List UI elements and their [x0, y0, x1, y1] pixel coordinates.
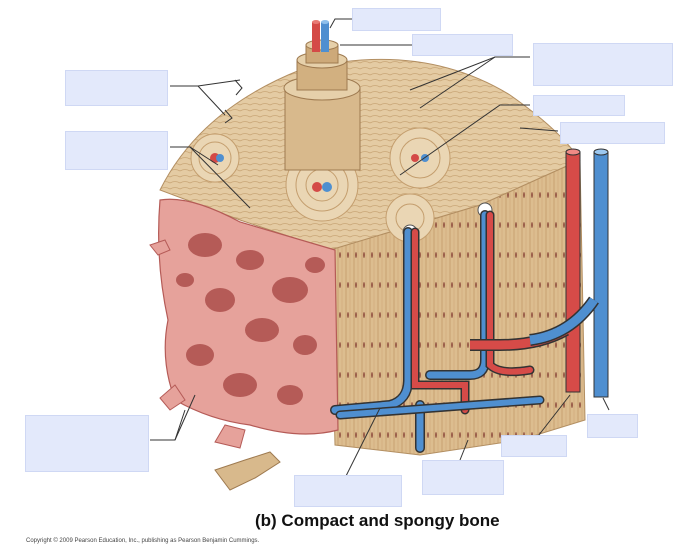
copyright-notice: Copyright © 2009 Pearson Education, Inc.…: [26, 538, 260, 544]
figure-caption: (b) Compact and spongy bone: [255, 511, 500, 530]
label-box-1[interactable]: [352, 8, 441, 31]
blood-vessels: [330, 210, 545, 453]
label-box-9[interactable]: [294, 475, 402, 507]
label-box-12[interactable]: [587, 414, 638, 438]
label-box-3[interactable]: [533, 43, 673, 86]
label-box-10[interactable]: [422, 460, 504, 495]
periosteum-fragment: [214, 451, 281, 491]
label-box-7[interactable]: [65, 131, 168, 170]
osteon-tower: [283, 20, 361, 171]
label-box-4[interactable]: [533, 95, 625, 116]
label-box-5[interactable]: [560, 122, 665, 144]
label-box-2[interactable]: [412, 34, 513, 56]
label-box-11[interactable]: [501, 435, 567, 457]
periosteal-vessels: [470, 148, 609, 398]
leader-lines: [150, 18, 610, 479]
spongy-bone: [149, 198, 339, 449]
label-box-6[interactable]: [65, 70, 168, 106]
label-box-8[interactable]: [25, 415, 149, 472]
